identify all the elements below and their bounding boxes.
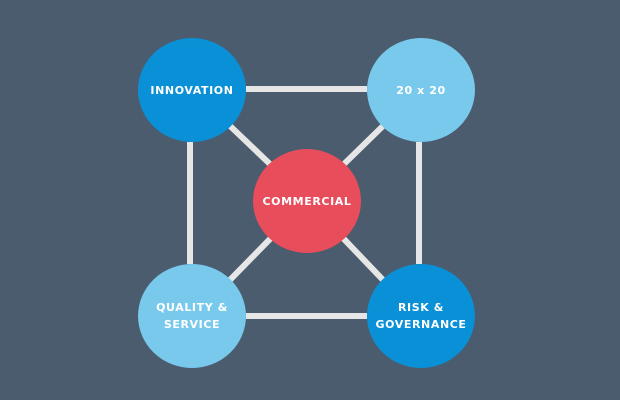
node-commercial: COMMERCIAL xyxy=(253,149,361,253)
node-quality-service: QUALITY & SERVICE xyxy=(138,264,246,368)
node-innovation-label: INNOVATION xyxy=(150,83,234,97)
connector-quality-commercial xyxy=(225,234,275,285)
connector-innovation-commercial xyxy=(225,121,275,169)
node-20x20: 20 x 20 xyxy=(367,38,475,142)
node-quality-label-line1: QUALITY & xyxy=(156,301,228,314)
node-commercial-label: COMMERCIAL xyxy=(262,194,352,208)
connector-risk-commercial xyxy=(339,234,388,285)
node-innovation: INNOVATION xyxy=(138,38,246,142)
connector-20x20-commercial xyxy=(339,121,388,169)
node-20x20-label: 20 x 20 xyxy=(396,83,446,97)
node-quality-label-line2: SERVICE xyxy=(163,318,221,331)
node-risk-governance: RISK & GOVERNANCE xyxy=(367,264,475,368)
node-risk-label-line2: GOVERNANCE xyxy=(375,318,467,331)
node-risk-label-line1: RISK & xyxy=(397,301,445,314)
